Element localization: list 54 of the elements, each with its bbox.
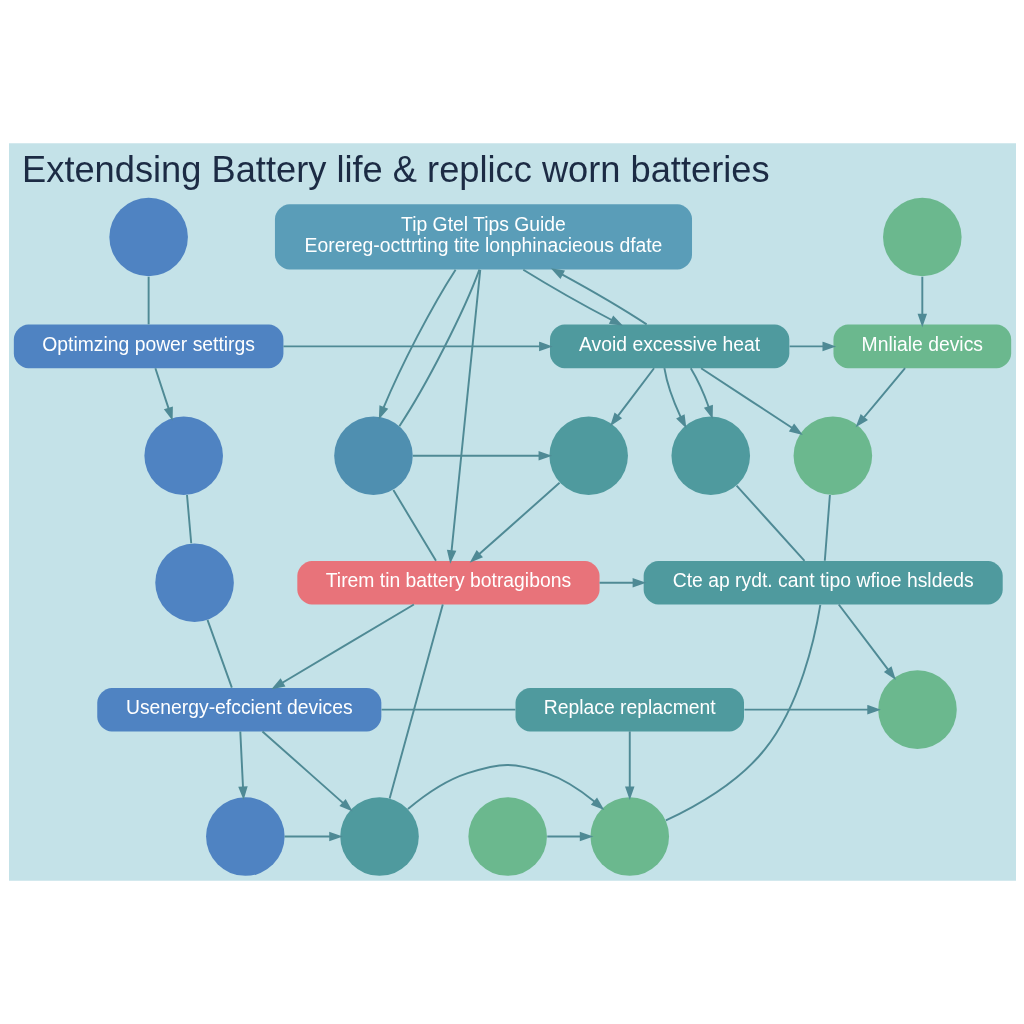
arrow <box>469 481 561 563</box>
node-box: Tip Gtel Tips Guide Eorereg-octtrting tite lonphinacieous dfate <box>274 204 692 270</box>
node-box: Mnliale devics <box>832 324 1011 369</box>
node-circle <box>877 670 957 749</box>
arrow <box>699 367 803 435</box>
arrow <box>270 603 415 690</box>
arrow <box>446 268 481 564</box>
node-circle <box>205 797 285 876</box>
connector <box>147 275 150 326</box>
node-circle <box>882 197 962 277</box>
arrow <box>788 341 836 352</box>
connector <box>735 484 805 562</box>
node-box: Usenergy-efccient devices <box>96 687 381 732</box>
arrow <box>261 730 353 812</box>
arrow <box>609 367 655 427</box>
node-circle <box>108 197 188 277</box>
connector <box>397 268 480 428</box>
connector <box>823 494 831 562</box>
connector <box>185 494 192 545</box>
connector <box>206 618 233 689</box>
node-circle <box>143 416 223 496</box>
arrow <box>855 367 906 428</box>
connector <box>664 603 821 822</box>
arrow <box>237 730 248 801</box>
arrow <box>378 268 457 420</box>
arrow <box>283 831 343 842</box>
connector <box>391 489 437 562</box>
node-circle <box>467 797 547 876</box>
node-box: Cte ap rydt. cant tipo wfioe hsldeds <box>643 560 1003 605</box>
connector <box>380 708 516 711</box>
node-box: Avoid excessive heat <box>549 324 789 369</box>
arrow <box>689 367 713 420</box>
diagram-title: Extendsing Battery life & replicc worn batteries <box>21 148 770 190</box>
node-box: Tirem tin battery botragibons <box>296 560 600 605</box>
node-circle <box>548 416 628 496</box>
arrow <box>406 763 604 811</box>
arrow <box>917 275 927 328</box>
arrow <box>550 268 648 326</box>
arrow <box>521 268 623 326</box>
arrow <box>837 603 896 680</box>
node-box: Replace replacment <box>515 687 744 732</box>
arrow <box>545 831 593 842</box>
arrow <box>282 341 553 352</box>
connector <box>388 603 444 800</box>
node-box: Optimzing power settirgs <box>13 324 283 369</box>
node-circle <box>793 416 872 496</box>
node-circle <box>154 543 234 622</box>
arrow <box>598 577 646 588</box>
node-circle <box>333 416 413 496</box>
arrow <box>662 367 686 429</box>
arrow <box>742 704 881 715</box>
arrow <box>153 367 173 421</box>
arrow <box>624 730 634 801</box>
arrow <box>411 451 552 461</box>
